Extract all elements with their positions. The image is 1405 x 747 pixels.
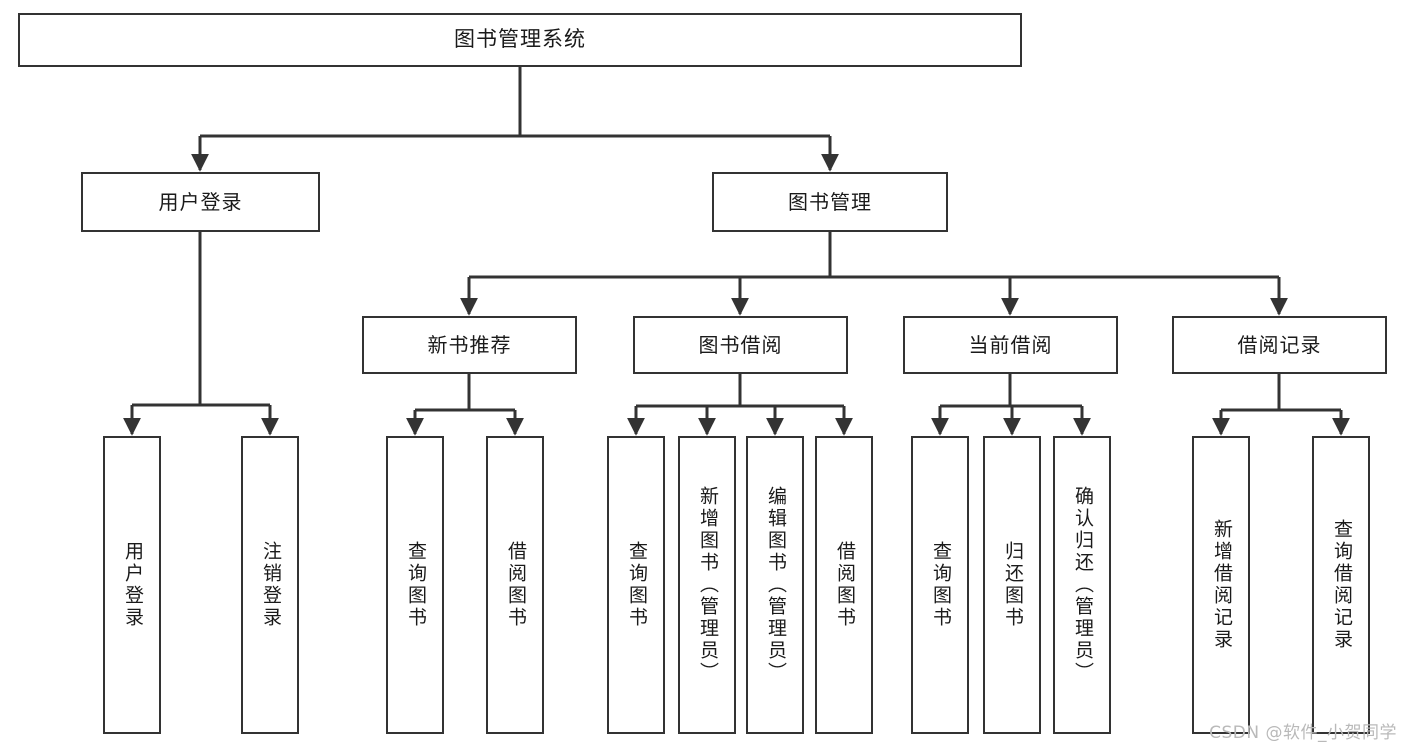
node-leaf-label: 查询图书: [929, 541, 952, 629]
node-leaf-12[interactable]: 查询借阅记录: [1312, 436, 1370, 734]
node-leaf-6[interactable]: 编辑图书（管理员）: [746, 436, 804, 734]
node-leaf-label: 确认归还（管理员）: [1071, 486, 1094, 684]
node-level1-label: 用户登录: [158, 190, 243, 214]
node-level2-label: 当前借阅: [968, 333, 1053, 357]
node-leaf-label: 注销登录: [259, 541, 282, 629]
node-leaf-label: 借阅图书: [833, 541, 856, 629]
node-root-label: 图书管理系统: [454, 27, 586, 52]
node-level2-label: 图书借阅: [698, 333, 783, 357]
node-leaf-11[interactable]: 新增借阅记录: [1192, 436, 1250, 734]
node-leaf-label: 查询图书: [625, 541, 648, 629]
node-leaf-label: 归还图书: [1001, 541, 1024, 629]
node-leaf-label: 编辑图书（管理员）: [764, 486, 787, 684]
node-level2-2[interactable]: 当前借阅: [903, 316, 1118, 374]
node-leaf-3[interactable]: 借阅图书: [486, 436, 544, 734]
node-leaf-label: 新增借阅记录: [1210, 519, 1233, 651]
node-level1-label: 图书管理: [788, 190, 872, 214]
node-leaf-label: 查询借阅记录: [1330, 519, 1353, 651]
node-leaf-5[interactable]: 新增图书（管理员）: [678, 436, 736, 734]
node-level2-0[interactable]: 新书推荐: [362, 316, 577, 374]
watermark: CSDN @软件_小贺同学: [1209, 723, 1397, 743]
node-leaf-2[interactable]: 查询图书: [386, 436, 444, 734]
node-leaf-label: 用户登录: [121, 541, 144, 629]
node-leaf-label: 新增图书（管理员）: [696, 486, 719, 684]
node-root[interactable]: 图书管理系统: [18, 13, 1022, 67]
node-leaf-8[interactable]: 查询图书: [911, 436, 969, 734]
node-level1-0[interactable]: 用户登录: [81, 172, 320, 232]
node-leaf-1[interactable]: 注销登录: [241, 436, 299, 734]
node-level2-3[interactable]: 借阅记录: [1172, 316, 1387, 374]
node-leaf-7[interactable]: 借阅图书: [815, 436, 873, 734]
node-level2-1[interactable]: 图书借阅: [633, 316, 848, 374]
node-leaf-4[interactable]: 查询图书: [607, 436, 665, 734]
node-level2-label: 新书推荐: [427, 333, 512, 357]
node-level1-1[interactable]: 图书管理: [712, 172, 948, 232]
node-leaf-0[interactable]: 用户登录: [103, 436, 161, 734]
node-level2-label: 借阅记录: [1237, 333, 1322, 357]
node-leaf-label: 借阅图书: [504, 541, 527, 629]
node-leaf-label: 查询图书: [404, 541, 427, 629]
node-leaf-10[interactable]: 确认归还（管理员）: [1053, 436, 1111, 734]
node-leaf-9[interactable]: 归还图书: [983, 436, 1041, 734]
